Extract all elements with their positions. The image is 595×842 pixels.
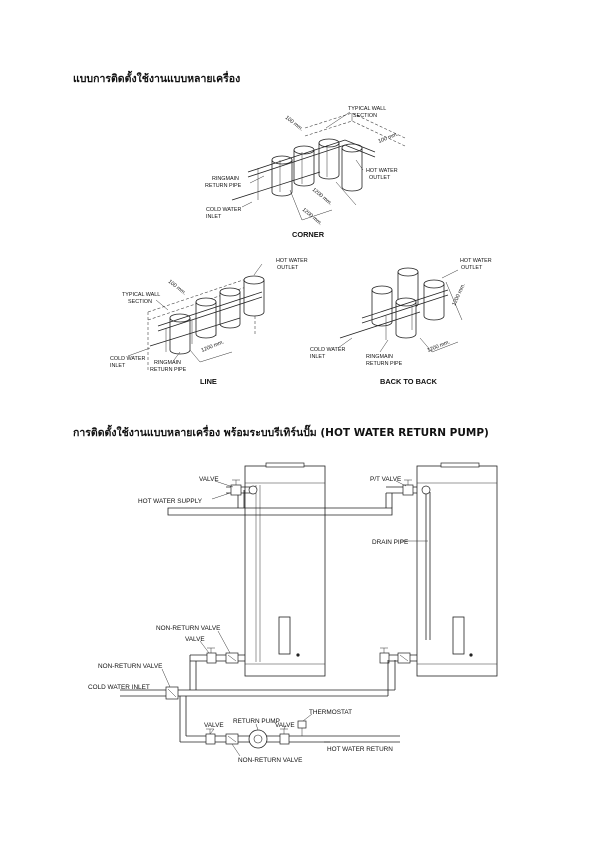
label-valve-top: VALVE: [199, 476, 219, 483]
line-tank-3: [219, 287, 241, 329]
corner-typical-wall-line2: SECTION: [353, 113, 377, 119]
b2b-hot-water-outlet-line2: OUTLET: [461, 265, 483, 271]
label-valve-left: VALVE: [204, 722, 224, 729]
right-water-heater: [416, 462, 498, 677]
line-caption: LINE: [200, 377, 217, 386]
hot-water-return-pipe: [180, 735, 400, 743]
section1-heading: แบบการติดตั้งใช้งานแบบหลายเครื่อง: [73, 73, 241, 85]
corner-tank-1: [271, 155, 293, 197]
line-cold-water-inlet-line1: COLD WATER: [110, 356, 145, 362]
b2b-tank-3: [395, 297, 417, 339]
corner-hot-water-outlet-line2: OUTLET: [369, 175, 391, 181]
cold-inlet-non-return-valve-icon: [165, 686, 179, 700]
corner-typical-wall-line1: TYPICAL WALL: [348, 106, 386, 112]
corner-cold-water-inlet-line2: INLET: [206, 214, 222, 220]
line-typical-wall-line1: TYPICAL WALL: [122, 292, 160, 298]
top-right-valve-icon: [402, 479, 414, 496]
label-non-return-valve-c: NON-RETURN VALVE: [238, 757, 302, 764]
corner-cold-water-inlet-line1: COLD WATER: [206, 207, 241, 213]
b2b-caption: BACK TO BACK: [380, 377, 438, 386]
line-dim-100: 100 mm.: [167, 279, 187, 297]
label-hot-water-supply: HOT WATER SUPPLY: [138, 498, 203, 505]
label-valve-right: VALVE: [275, 722, 295, 729]
label-non-return-valve-b: NON-RETURN VALVE: [98, 663, 162, 670]
line-tank-2: [195, 297, 217, 339]
b2b-ringmain-line2: RETURN PIPE: [366, 361, 403, 367]
return-valve-left-icon: [205, 728, 216, 745]
b2b-tank-4: [423, 279, 445, 321]
line-hot-water-outlet-line1: HOT WATER: [276, 258, 308, 264]
corner-dim-100-b: 100 mm.: [378, 131, 400, 144]
label-thermostat: THERMOSTAT: [309, 709, 352, 716]
b2b-dim-1200-b: 1200 mm.: [427, 339, 451, 354]
left-water-heater: [244, 462, 326, 677]
line-ringmain-line2: RETURN PIPE: [150, 367, 187, 373]
b2b-hot-water-outlet-line1: HOT WATER: [460, 258, 492, 264]
line-hot-water-outlet-line2: OUTLET: [277, 265, 299, 271]
corner-caption: CORNER: [292, 230, 325, 239]
corner-hot-water-outlet-line1: HOT WATER: [366, 168, 398, 174]
corner-dim-1200-a: 1200 mm.: [311, 187, 333, 207]
return-pump-icon: [248, 729, 268, 749]
top-left-pt-valve-icon: [248, 485, 258, 495]
corner-dim-1200-b: 1200 mm.: [301, 207, 323, 227]
corner-ringmain-line2: RETURN PIPE: [205, 183, 242, 189]
corner-dim-100-a: 100 mm.: [284, 115, 304, 133]
label-cold-water-inlet: COLD WATER INLET: [88, 684, 150, 691]
label-valve-mid: VALVE: [185, 636, 205, 643]
line-tank-4: [243, 275, 265, 317]
back-to-back-diagram: HOT WATER OUTLET 1200 mm. COLD WATER INL…: [310, 258, 492, 386]
cold-water-inlet-pipe: [120, 689, 395, 697]
label-non-return-valve-a: NON-RETURN VALVE: [156, 625, 220, 632]
label-drain-pipe: DRAIN PIPE: [372, 539, 408, 546]
b2b-ringmain-line1: RINGMAIN: [366, 354, 393, 360]
pt-valve-icon: [421, 485, 431, 495]
return-valve-right-icon: [279, 728, 290, 745]
mid-right-valve-icon: [379, 647, 390, 664]
b2b-dim-1200-a: 1200 mm.: [451, 283, 467, 307]
drain-pipe: [425, 492, 431, 640]
line-typical-wall-line2: SECTION: [128, 299, 152, 305]
mid-left-valve-icon: [206, 647, 217, 664]
thermostat-icon: [297, 720, 307, 736]
line-ringmain-line1: RINGMAIN: [154, 360, 181, 366]
corner-ringmain-pipe: [247, 139, 376, 173]
line-diagram: TYPICAL WALL SECTION 100 mm. HOT WATER O…: [110, 258, 308, 386]
b2b-cold-water-inlet-line2: INLET: [310, 354, 326, 360]
hot-water-supply-pipe: [167, 507, 393, 516]
corner-tank-2: [293, 145, 315, 187]
b2b-tank-1: [371, 285, 393, 327]
label-hot-water-return: HOT WATER RETURN: [327, 746, 393, 753]
line-dim-1200: 1200 mm.: [201, 339, 225, 354]
line-tank-1: [169, 313, 191, 355]
corner-diagram: TYPICAL WALL SECTION 100 mm. 100 mm. HOT…: [205, 106, 406, 239]
label-return-pump: RETURN PUMP: [233, 718, 280, 725]
mid-left-non-return-valve-icon: [225, 652, 239, 664]
return-non-return-valve-icon: [225, 733, 239, 745]
corner-ringmain-line1: RINGMAIN: [212, 176, 239, 182]
label-pt-valve: P/T VALVE: [370, 476, 401, 483]
top-left-valve-icon: [230, 479, 242, 496]
corner-cold-inlet-pipe: [231, 171, 321, 201]
section2-heading: การติดตั้งใช้งานแบบหลายเครื่อง พร้อมระบบ…: [73, 427, 489, 439]
mid-right-non-return-valve-icon: [397, 652, 411, 664]
b2b-cold-water-inlet-line1: COLD WATER: [310, 347, 345, 353]
return-pump-schematic: VALVE HOT WATER SUPPLY P/T VALVE DRAIN P…: [88, 462, 498, 764]
corner-tank-4: [341, 143, 363, 192]
line-cold-water-inlet-line2: INLET: [110, 363, 126, 369]
